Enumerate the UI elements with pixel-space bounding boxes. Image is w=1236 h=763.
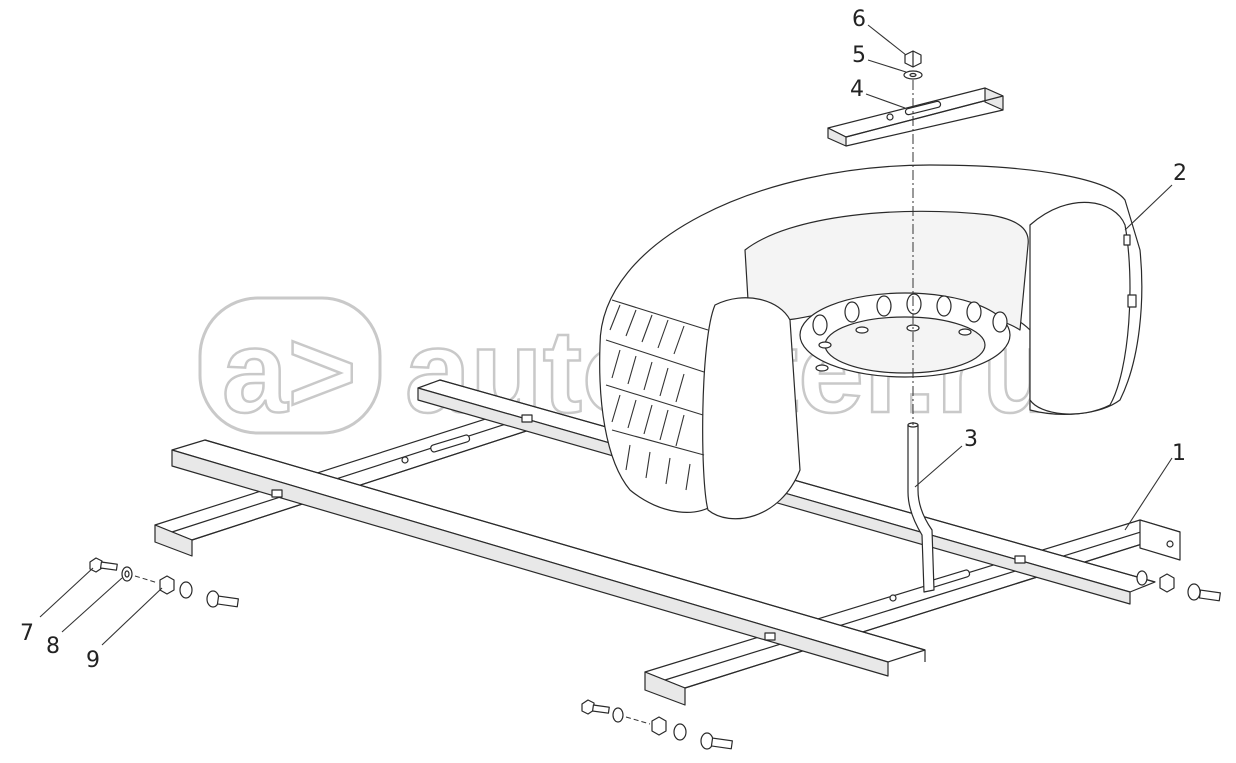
callout-4: 4 [850,77,864,102]
fastener-set-bottom [581,699,733,750]
fastener-set-left [89,557,239,608]
clamp-bar [827,87,1004,147]
callout-8: 8 [46,634,60,659]
top-washer [903,70,923,80]
callout-labels: 1 2 3 4 5 6 7 8 9 [20,7,1187,673]
fastener-set-right [1136,570,1221,602]
watermark-logo-box [198,296,382,435]
callout-1: 1 [1172,441,1186,466]
hold-down-bolt [907,422,935,593]
leader-lines [39,24,1173,646]
callout-9: 9 [86,648,100,673]
cross-member-left [154,407,561,557]
top-nut [904,50,922,68]
callout-7: 7 [20,621,34,646]
callout-3: 3 [964,427,978,452]
callout-2: 2 [1173,161,1187,186]
callout-6: 6 [852,7,866,32]
tread-pattern [605,299,709,491]
rim-holes [812,293,1008,372]
watermark-logo-mark: a> [222,306,357,438]
callout-5: 5 [852,43,866,68]
rail-front [171,439,926,677]
spare-wheel [599,164,1143,520]
